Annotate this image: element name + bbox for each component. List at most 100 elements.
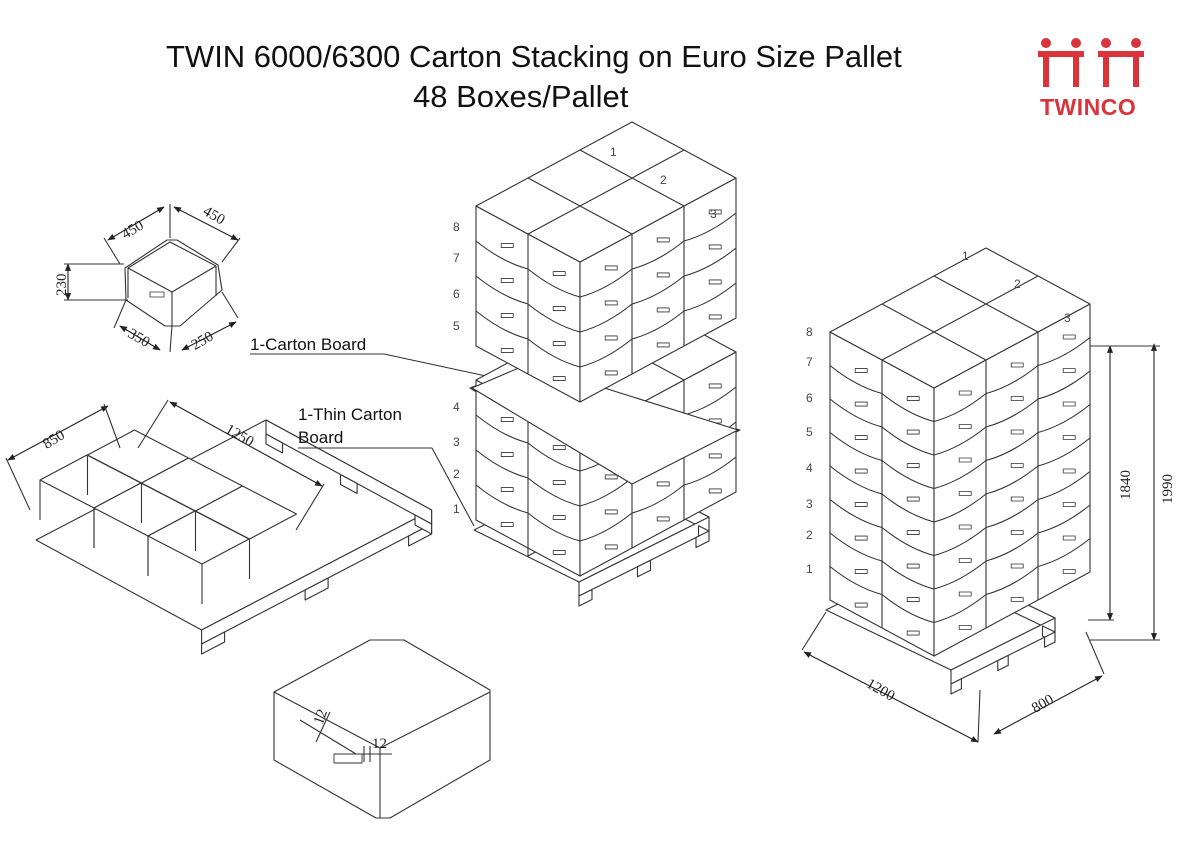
middle-layer-number: 7 bbox=[453, 251, 460, 265]
right-block-box-label-icon bbox=[854, 435, 868, 440]
carton-bottom-right-dim: 250 bbox=[189, 329, 216, 354]
middle-column-number: 3 bbox=[710, 207, 717, 221]
right-block-layer-line bbox=[985, 532, 1039, 562]
right-block-layer-line bbox=[933, 393, 987, 423]
right-block-box-label-icon bbox=[906, 429, 920, 435]
right-block-box-label-icon bbox=[854, 535, 868, 541]
right-block-box-label-icon bbox=[1062, 435, 1076, 440]
middle-upper-block-box-label-icon bbox=[552, 271, 566, 276]
middle-lower-block-layer-line bbox=[527, 442, 581, 472]
middle-upper-block-box-label-icon bbox=[500, 348, 514, 353]
middle-upper-block-box-label-icon bbox=[708, 279, 722, 285]
middle-upper-block-box-label-icon bbox=[604, 300, 618, 306]
right-block-layer-line bbox=[881, 460, 935, 490]
right-layer-number: 8 bbox=[806, 325, 813, 339]
middle-upper-block-box-label-icon bbox=[656, 342, 670, 348]
middle-upper-block-layer-line bbox=[579, 268, 633, 298]
middle-column-number: 2 bbox=[660, 173, 667, 187]
right-block-layer-line bbox=[1037, 538, 1091, 568]
middle-layer-number: 8 bbox=[453, 220, 460, 234]
right-block-box-label-icon bbox=[854, 569, 868, 574]
middle-upper-block-box-label-icon bbox=[552, 376, 566, 381]
dim-line bbox=[169, 401, 323, 487]
twinco-logo-icon bbox=[1038, 38, 1144, 87]
layer-pallet-foot bbox=[414, 514, 433, 535]
carton-bottom-left-dim: 350 bbox=[125, 326, 152, 351]
middle-pallet-foot bbox=[578, 588, 593, 607]
right-block-box-label-icon bbox=[1010, 463, 1024, 468]
right-block-layer-line bbox=[829, 532, 883, 562]
middle-lower-block-layer-line bbox=[475, 484, 529, 514]
right-block-box-label-icon bbox=[906, 463, 920, 468]
dim-line bbox=[107, 206, 165, 241]
right-block-layer-line bbox=[829, 465, 883, 495]
right-column-number: 1 bbox=[962, 249, 969, 263]
middle-layer-number: 3 bbox=[453, 435, 460, 449]
right-block-box-label-icon bbox=[1062, 502, 1076, 507]
right-block-top-grid bbox=[933, 275, 1039, 333]
middle-layer-number: 6 bbox=[453, 287, 460, 301]
ext-line bbox=[977, 689, 981, 743]
right-block-layer-line bbox=[1037, 337, 1091, 367]
ext-line bbox=[295, 483, 325, 531]
leader-line bbox=[383, 353, 487, 377]
right-block-box-label-icon bbox=[1010, 496, 1024, 502]
middle-lower-block-box-label-icon bbox=[708, 453, 722, 459]
detail-dim-line bbox=[315, 711, 331, 743]
total-height-dim: 1990 bbox=[1160, 474, 1176, 504]
right-block-box-label-icon bbox=[854, 368, 868, 373]
right-block-box-label-icon bbox=[958, 558, 972, 563]
middle-upper-block-layer-line bbox=[475, 275, 529, 305]
detail-carton-edge bbox=[379, 691, 491, 749]
single-carton-outline bbox=[124, 239, 223, 327]
middle-upper-block-top-grid bbox=[527, 177, 633, 235]
middle-lower-block-layer-line bbox=[527, 477, 581, 507]
right-block-layer-line bbox=[881, 493, 935, 523]
right-block-box-label-icon bbox=[1062, 468, 1076, 474]
right-block-box-label-icon bbox=[1010, 429, 1024, 435]
right-layer-number: 3 bbox=[806, 497, 813, 511]
right-block-box-label-icon bbox=[1010, 362, 1024, 368]
right-block-layer-line bbox=[1037, 504, 1091, 534]
carton-top-right-dim: 450 bbox=[200, 203, 227, 228]
ext-line bbox=[801, 611, 827, 651]
right-block-box-label-icon bbox=[854, 502, 868, 507]
dim-line bbox=[7, 405, 109, 461]
detail-dim-right: 12 bbox=[372, 736, 387, 752]
right-pallet-foot bbox=[997, 654, 1009, 672]
ext-line bbox=[137, 399, 169, 449]
dim-line bbox=[803, 651, 979, 743]
middle-lower-block-layer-line bbox=[579, 512, 633, 542]
middle-lower-block-box-label-icon bbox=[552, 550, 566, 555]
middle-lower-block-box-label-icon bbox=[552, 445, 566, 450]
middle-upper-block-box-label-icon bbox=[500, 243, 514, 248]
ext-line bbox=[5, 457, 31, 511]
ext-line bbox=[1085, 631, 1105, 675]
page-title: TWIN 6000/6300 Carton Stacking on Euro S… bbox=[166, 39, 902, 74]
right-block-top-grid bbox=[881, 275, 1039, 361]
pallet-length-dim: 1200 bbox=[863, 676, 897, 705]
right-block-layer-line bbox=[829, 432, 883, 462]
middle-upper-block-box-label-icon bbox=[656, 307, 670, 313]
middle-lower-block-box-label-icon bbox=[708, 488, 722, 494]
middle-upper-block-layer-line bbox=[527, 303, 581, 333]
middle-upper-block-box-label-icon bbox=[708, 244, 722, 250]
middle-upper-block-box-label-icon bbox=[604, 265, 618, 271]
layer-depth-dim: 850 bbox=[40, 427, 68, 452]
middle-lower-block-layer-line bbox=[683, 456, 737, 486]
middle-lower-block-box-label-icon bbox=[500, 487, 514, 492]
middle-upper-block-layer-line bbox=[683, 282, 737, 312]
right-block-layer-line bbox=[1037, 471, 1091, 501]
right-block-layer-line bbox=[933, 527, 987, 557]
right-layer-number: 7 bbox=[806, 355, 813, 369]
middle-upper-block-box-label-icon bbox=[604, 370, 618, 376]
ext-line bbox=[113, 299, 127, 329]
layer-carton-top bbox=[194, 485, 298, 540]
middle-upper-block-box-label-icon bbox=[708, 314, 722, 320]
middle-column-number: 1 bbox=[610, 145, 617, 159]
right-block-box-label-icon bbox=[906, 563, 920, 569]
middle-layer-number: 5 bbox=[453, 319, 460, 333]
middle-upper-block-box-label-icon bbox=[604, 335, 618, 341]
middle-lower-block-box-label-icon bbox=[552, 515, 566, 520]
